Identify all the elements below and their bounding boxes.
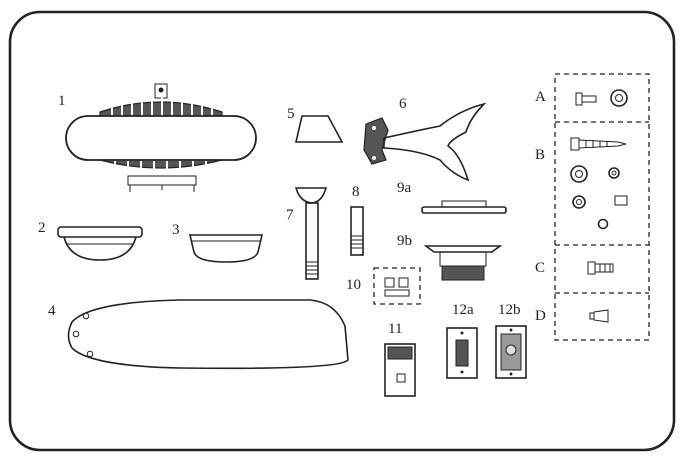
threaded-rod-part: [350, 206, 364, 256]
label-bag-b: B: [535, 147, 545, 163]
bag-d-wire-nut: [589, 309, 609, 323]
bag-a-screw-washer: [575, 89, 628, 107]
label-bag-c: C: [535, 260, 545, 276]
label-part-1: 1: [58, 93, 66, 109]
wall-plate-part: [446, 327, 478, 379]
wall-control-part: [495, 325, 527, 379]
screw-kit-part: [373, 267, 421, 305]
label-part-5: 5: [287, 106, 295, 122]
motor-housing-part: [65, 83, 257, 192]
label-part-12b: 12b: [498, 302, 521, 318]
bag-c-bolt: [587, 261, 614, 275]
canopy-cap-part: [294, 115, 344, 143]
receiver-part: [384, 343, 416, 397]
label-part-9a: 9a: [397, 180, 412, 196]
label-part-3: 3: [172, 222, 180, 238]
label-part-4: 4: [48, 303, 56, 319]
diagram-frame: [8, 10, 676, 452]
label-bag-a: A: [535, 89, 546, 105]
blade-arm-part: [363, 102, 487, 182]
switch-cap-part: [188, 234, 264, 263]
fan-blade-part: [67, 299, 349, 370]
label-bag-d: D: [535, 308, 546, 324]
label-part-12a: 12a: [452, 302, 474, 318]
label-part-9b: 9b: [397, 233, 412, 249]
downrod-part: [294, 187, 328, 280]
hardware-panel: [554, 73, 650, 341]
label-part-8: 8: [352, 184, 360, 200]
label-part-10: 10: [346, 277, 361, 293]
mounting-plate-part: [421, 200, 507, 214]
light-cover-part: [57, 226, 143, 261]
label-part-2: 2: [38, 220, 46, 236]
label-part-11: 11: [388, 321, 402, 337]
mounting-bracket-part: [423, 245, 503, 281]
label-part-6: 6: [399, 96, 407, 112]
label-part-7: 7: [286, 207, 294, 223]
bag-b-hardware: [570, 137, 628, 230]
